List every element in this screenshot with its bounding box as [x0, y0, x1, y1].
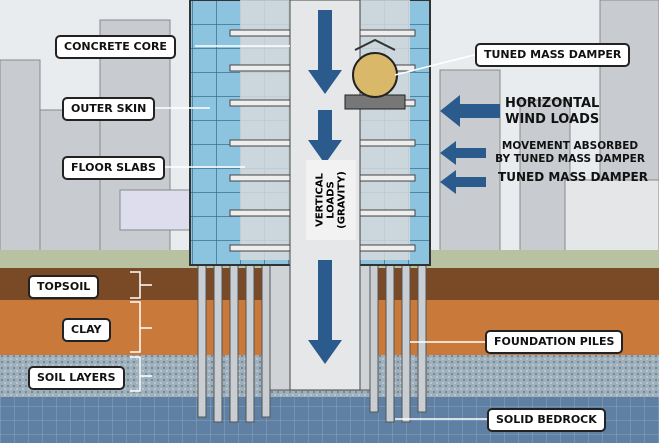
layer-brackets: [130, 271, 152, 392]
concrete-core-label: CONCRETE CORE: [55, 35, 176, 59]
tuned-mass-damper-label: TUNED MASS DAMPER: [475, 43, 631, 67]
movement-absorbed-label: MOVEMENT ABSORBED BY TUNED MASS DAMPER: [495, 140, 645, 165]
soil-layers-label: SOIL LAYERS: [28, 366, 125, 390]
vertical-load-arrows: [308, 10, 342, 364]
tuned-mass-damper-label-2: TUNED MASS DAMPER: [498, 170, 648, 184]
foundation-piles: [197, 261, 427, 423]
vertical-loads-label: VERTICAL LOADS (GRAVITY): [306, 160, 356, 240]
floor-slabs-label: FLOOR SLABS: [62, 156, 165, 180]
topsoil-label: TOPSOIL: [28, 275, 100, 299]
wind-load-arrows: [440, 95, 500, 194]
foundation-piles-label: FOUNDATION PILES: [485, 330, 624, 354]
solid-bedrock-label: SOLID BEDROCK: [487, 408, 606, 432]
horizontal-wind-loads-label: HORIZONTAL WIND LOADS: [505, 96, 600, 127]
outer-skin-label: OUTER SKIN: [62, 97, 156, 121]
clay-label: CLAY: [62, 318, 111, 342]
leader-lines: [150, 45, 487, 420]
tuned-mass-damper: [344, 38, 406, 110]
